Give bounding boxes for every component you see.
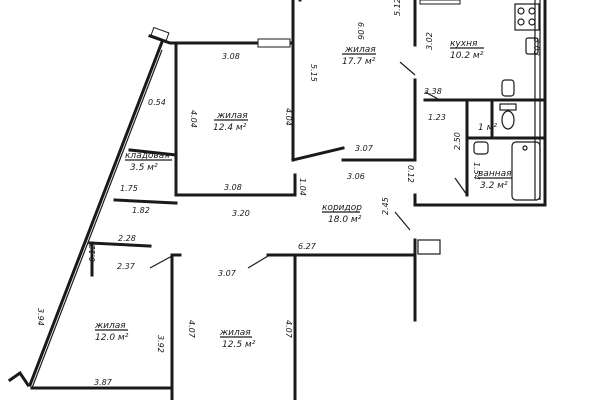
dimension-label: 4.04 xyxy=(284,108,293,126)
kitchen-sink-icon xyxy=(525,37,539,55)
door-swing-living4 xyxy=(247,255,269,269)
window-living2 xyxy=(257,38,291,48)
wall-storage-top xyxy=(128,148,178,157)
dimension-label: 1.04 xyxy=(298,178,307,196)
room-living3-name: жилая xyxy=(94,321,126,331)
dimension-label: 0.12 xyxy=(406,165,415,183)
room-labels: жилая 17.7 м² кухня 10.2 м² жилая 12.4 м… xyxy=(94,39,512,350)
walls xyxy=(7,0,547,400)
dimension-label: 2.37 xyxy=(117,262,136,271)
dimension-label: 1.75 xyxy=(120,184,138,193)
door-swing-bath2 xyxy=(454,177,468,196)
wall-left-diagonal xyxy=(28,40,164,387)
bathtub-icon xyxy=(511,141,541,201)
stove-icon xyxy=(514,3,540,31)
room-kitchen-area: 10.2 м² xyxy=(450,51,484,61)
room-storage-name: кладовая xyxy=(125,151,170,161)
dimension-label: 4.04 xyxy=(189,110,198,128)
room-wc-area: 1 м² xyxy=(478,123,497,133)
door-swing-entrance xyxy=(394,211,411,231)
window-storage xyxy=(150,26,170,42)
dimension-label: 1.23 xyxy=(428,113,446,122)
dimension-label: 4.07 xyxy=(284,320,293,339)
dimension-labels: 6.06 5.12 3.02 3.03 3.08 5.15 0.54 4.04 … xyxy=(36,0,541,387)
stove-burner-icon xyxy=(517,18,525,26)
wall-living1-door xyxy=(291,146,345,162)
wall-storage-bottom xyxy=(113,198,178,205)
wall-top-left xyxy=(148,34,260,45)
room-living2-name: жилая xyxy=(216,111,248,121)
dimension-label: 3.87 xyxy=(94,378,113,387)
dimension-label: 3.07 xyxy=(218,269,237,278)
wall-bottom-left-corner xyxy=(7,370,31,388)
dimension-label: 3.06 xyxy=(347,172,365,181)
dimension-label: 0.54 xyxy=(148,98,166,107)
room-living1-name: жилая xyxy=(344,45,376,55)
room-bathroom-name: ванная xyxy=(478,169,512,179)
room-living1-area: 17.7 м² xyxy=(342,57,376,67)
dimension-label: 3.38 xyxy=(424,87,442,96)
room-corridor-area: 18.0 м² xyxy=(328,215,362,225)
room-kitchen-name: кухня xyxy=(450,39,478,49)
sink-icon xyxy=(501,79,515,97)
dimension-label: 3.08 xyxy=(222,52,240,61)
wall-top-middle xyxy=(288,6,295,45)
dimension-label: 6.06 xyxy=(356,22,365,40)
dimension-label: 3.08 xyxy=(224,183,242,192)
dimension-label: 3.92 xyxy=(156,335,165,353)
dimension-label: 2.45 xyxy=(381,197,390,215)
fixtures xyxy=(473,3,541,201)
dimension-label: 1.82 xyxy=(132,206,150,215)
room-living4-name: жилая xyxy=(219,328,251,338)
wall-living3-top xyxy=(88,241,152,248)
door-swing-bath xyxy=(424,91,441,101)
dimension-label: 3.03 xyxy=(532,38,541,56)
dimension-label: 0.12 xyxy=(88,244,97,262)
dimension-label: 3.07 xyxy=(355,144,374,153)
wall-left-diagonal-inner xyxy=(31,49,163,389)
stove-burner-icon xyxy=(528,18,536,26)
room-storage-area: 3.5 м² xyxy=(130,163,158,173)
dimension-label: 1.54 xyxy=(472,162,481,180)
dimension-label: 6.27 xyxy=(298,242,317,251)
dimension-label: 2.50 xyxy=(453,132,462,150)
room-living3-area: 12.0 м² xyxy=(95,333,129,343)
room-corridor-name: коридор xyxy=(322,203,362,213)
dimension-label: 3.20 xyxy=(232,209,250,218)
window-kitchen xyxy=(419,0,461,5)
bath-sink-icon xyxy=(473,141,489,155)
dimension-label: 5.12 xyxy=(393,0,402,16)
room-living2-area: 12.4 м² xyxy=(213,123,247,133)
toilet-icon xyxy=(501,110,515,130)
door-swing-kitchen xyxy=(399,61,416,76)
area-underlines xyxy=(95,47,512,338)
room-bathroom-area: 3.2 м² xyxy=(480,181,508,191)
bath-drain-icon xyxy=(522,145,528,151)
dimension-label: 4.07 xyxy=(187,320,196,339)
dimension-label: 5.15 xyxy=(309,64,318,82)
stove-burner-icon xyxy=(528,7,536,15)
cabinet xyxy=(417,239,441,255)
toilet-tank-icon xyxy=(499,103,517,111)
door-swing-living3 xyxy=(149,255,173,269)
room-living4-area: 12.5 м² xyxy=(222,340,256,350)
dimension-label: 2.28 xyxy=(118,234,136,243)
dimension-label: 3.94 xyxy=(36,308,45,326)
stove-burner-icon xyxy=(517,7,525,15)
dimension-label: 3.02 xyxy=(425,32,434,50)
